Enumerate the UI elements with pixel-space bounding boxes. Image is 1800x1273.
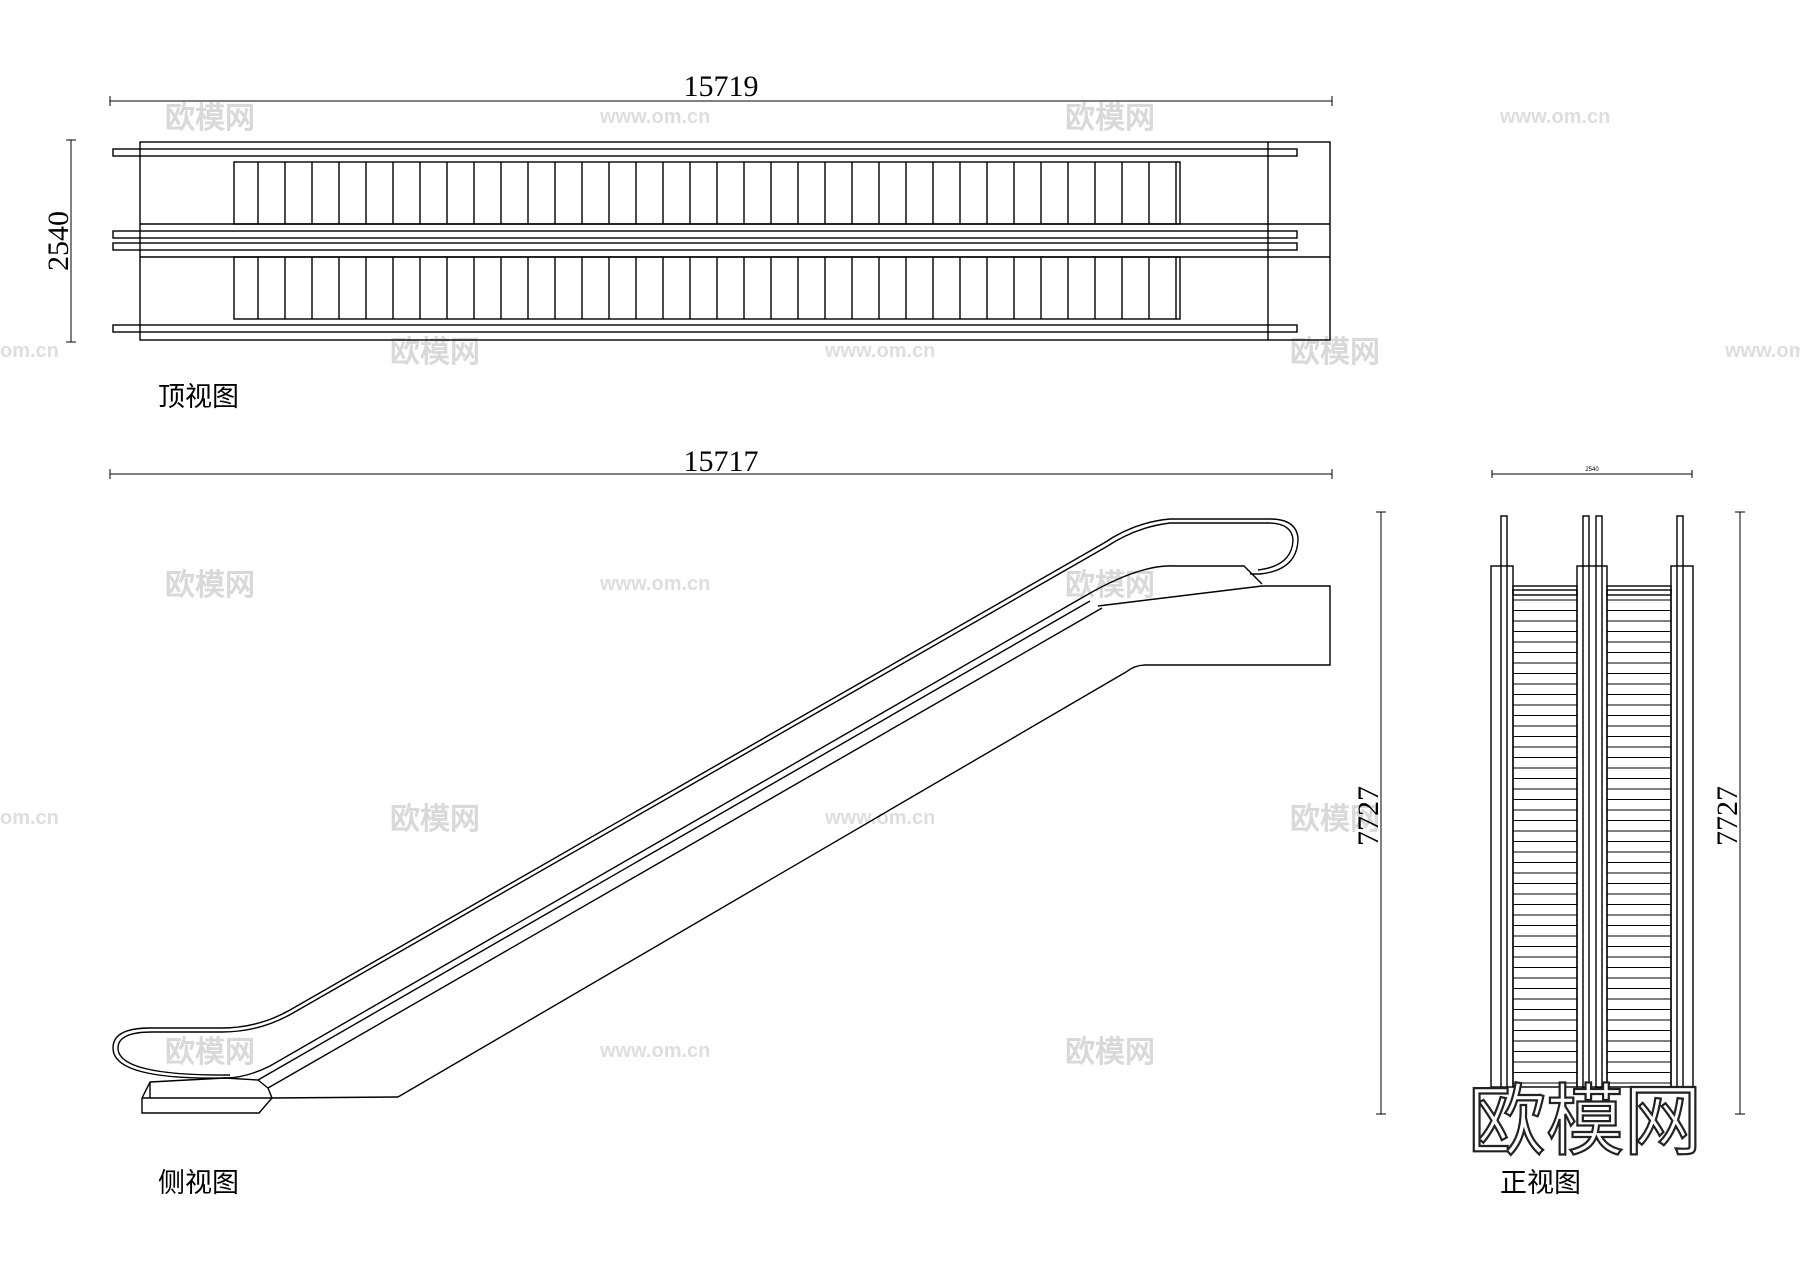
watermark-brand: 欧模网 (1065, 101, 1155, 136)
side-length-dimension: 15717 (684, 445, 759, 478)
top-step-lines (257, 162, 1177, 319)
watermark-url: www.om.cn (1499, 106, 1610, 128)
watermark-layer: 欧模网 www.om.cn 欧模网 www.om.cn om.cn 欧模网 ww… (0, 101, 1800, 1070)
handrail-inner (112, 230, 1298, 239)
watermark-url: www.om.cn (824, 807, 935, 829)
watermark-url: om.cn (0, 807, 59, 829)
watermark-brand: 欧模网 (1065, 1035, 1155, 1070)
handrail-post (1595, 515, 1603, 1089)
watermark-url: om.cn (0, 340, 59, 362)
handrail-post (1500, 515, 1508, 1089)
watermark-brand: 欧模网 (390, 802, 480, 837)
front-step-band-right (1606, 585, 1672, 1088)
watermark-url: www.om.cn (824, 340, 935, 362)
truss-bottom (271, 1096, 399, 1099)
top-width-dimension: 2540 (42, 211, 75, 271)
watermark-url: www.om.cn (599, 1040, 710, 1062)
front-height-dimension: 7727 (1711, 786, 1744, 846)
watermark-brand: 欧模网 (165, 568, 255, 603)
watermark-url: www.om.cn (599, 106, 710, 128)
brand-logo: 欧模网 (1468, 1077, 1702, 1167)
front-step-band-left (1512, 585, 1578, 1088)
top-view-frame (139, 141, 1331, 341)
watermark-brand: 欧模网 (1065, 568, 1155, 603)
watermark-brand: 欧模网 (1290, 335, 1380, 370)
side-height-dimension: 7727 (1352, 786, 1385, 846)
watermark-url: www.om.cn (1724, 340, 1800, 362)
handrail-outer-top (112, 148, 1298, 157)
watermark-brand: 欧模网 (390, 335, 480, 370)
lower-landing (141, 1077, 273, 1114)
front-step-lines (1513, 599, 1671, 1084)
top-length-dimension: 15719 (684, 70, 759, 103)
balustrade-edge (267, 607, 1103, 1089)
top-view: 15719 2540 (42, 70, 1333, 343)
step-band-lower (233, 256, 1181, 320)
watermark-brand: 欧模网 (1290, 802, 1380, 837)
upper-truss (397, 585, 1331, 1098)
front-view-caption: 正视图 (1500, 1168, 1581, 1199)
handrail-inner (112, 242, 1298, 251)
watermark-brand: 欧模网 (165, 101, 255, 136)
side-view: 15717 7727 (109, 445, 1386, 1115)
handrail-post (1582, 515, 1590, 1089)
step-band-upper (233, 161, 1181, 225)
handrail-outline (112, 518, 1299, 1079)
watermark-url: www.om.cn (599, 573, 710, 595)
balustrade-right (1670, 565, 1694, 1088)
handrail-outer-bottom (112, 324, 1298, 333)
side-view-caption: 侧视图 (158, 1168, 239, 1199)
handrail-post (1676, 515, 1684, 1089)
front-width-dimension: 2540 (1585, 467, 1599, 473)
watermark-brand: 欧模网 (165, 1035, 255, 1070)
balustrade-edge (257, 600, 1091, 1081)
front-view: 2540 7727 (1490, 467, 1745, 1115)
top-view-caption: 顶视图 (158, 382, 239, 413)
balustrade-left (1490, 565, 1514, 1088)
